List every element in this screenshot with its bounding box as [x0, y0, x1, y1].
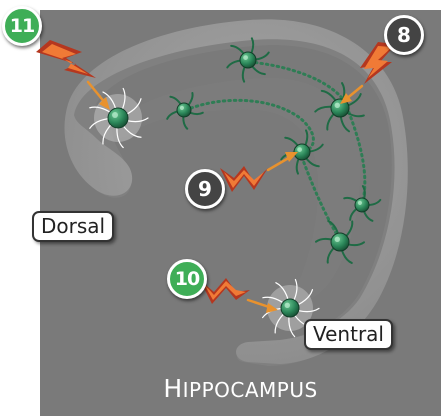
title-rest: IPPOCAMPUS [183, 378, 318, 402]
dorsal-label: Dorsal [32, 211, 114, 242]
badge-9: 9 [185, 169, 225, 209]
badge-10: 10 [167, 259, 207, 299]
badge-11: 11 [2, 6, 42, 46]
badge-8: 8 [384, 15, 424, 55]
title-initial: H [163, 374, 182, 403]
diagram-title: HIPPOCAMPUS [40, 374, 441, 403]
ventral-label: Ventral [304, 319, 393, 350]
